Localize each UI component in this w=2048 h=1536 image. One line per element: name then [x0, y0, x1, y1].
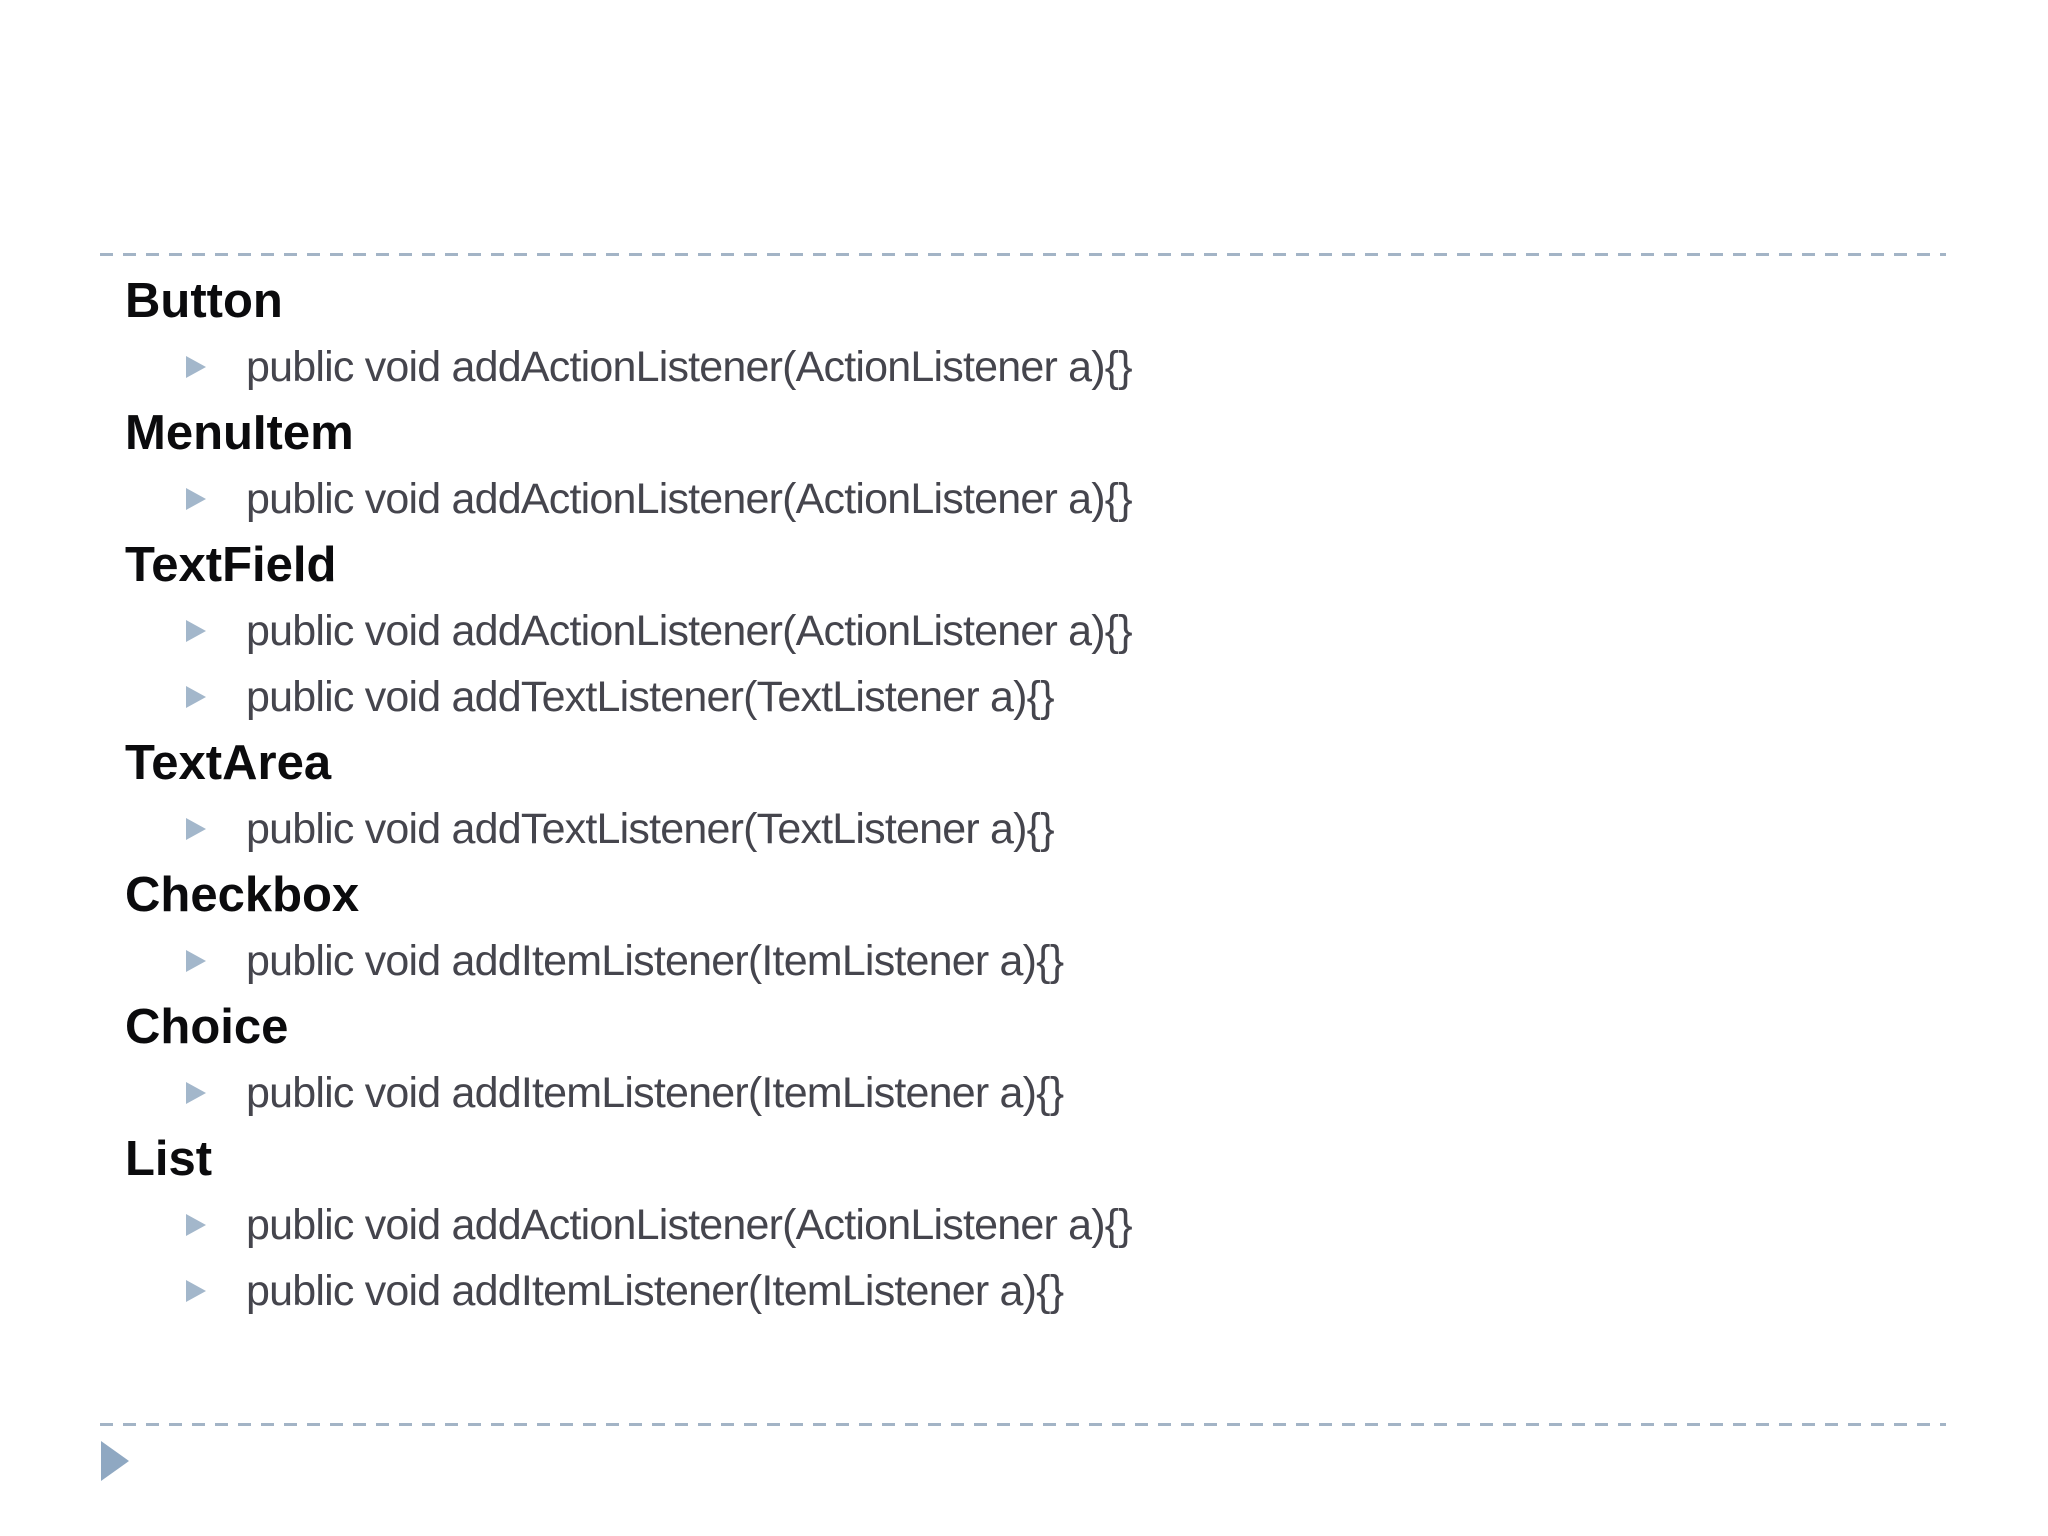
bullet-text: public void addActionListener(ActionList…	[246, 342, 1133, 391]
bullet-text: public void addTextListener(TextListener…	[246, 672, 1055, 721]
bullet-text: public void addActionListener(ActionList…	[246, 474, 1133, 523]
bullet-item: public void addItemListener(ItemListener…	[125, 928, 1925, 994]
bullet-text: public void addItemListener(ItemListener…	[246, 1068, 1064, 1117]
bullet-triangle-icon	[186, 686, 206, 708]
bullet-text: public void addItemListener(ItemListener…	[246, 1266, 1064, 1315]
bullet-text: public void addActionListener(ActionList…	[246, 606, 1133, 655]
bullet-item: public void addActionListener(ActionList…	[125, 598, 1925, 664]
section-title: List	[125, 1132, 213, 1186]
bullet-item: public void addTextListener(TextListener…	[125, 664, 1925, 730]
bullet-text: public void addTextListener(TextListener…	[246, 804, 1055, 853]
section-title: TextArea	[125, 736, 332, 790]
section-title: Button	[125, 274, 283, 328]
section-list: List public void addActionListener(Actio…	[125, 1126, 1925, 1324]
bullet-triangle-icon	[186, 818, 206, 840]
top-divider	[100, 253, 1946, 256]
bullet-triangle-icon	[186, 488, 206, 510]
bullet-item: public void addActionListener(ActionList…	[125, 466, 1925, 532]
section-title: Choice	[125, 1000, 289, 1054]
bullet-triangle-icon	[186, 950, 206, 972]
bullet-triangle-icon	[186, 620, 206, 642]
bullet-triangle-icon	[186, 1280, 206, 1302]
section-textfield: TextField public void addActionListener(…	[125, 532, 1925, 730]
section-checkbox: Checkbox public void addItemListener(Ite…	[125, 862, 1925, 994]
section-menuitem: MenuItem public void addActionListener(A…	[125, 400, 1925, 532]
bottom-divider	[100, 1423, 1946, 1426]
section-title: MenuItem	[125, 406, 354, 460]
bullet-item: public void addItemListener(ItemListener…	[125, 1258, 1925, 1324]
section-button: Button public void addActionListener(Act…	[125, 268, 1925, 400]
footer-arrow-icon	[101, 1441, 129, 1481]
section-title: TextField	[125, 538, 337, 592]
bullet-item: public void addActionListener(ActionList…	[125, 1192, 1925, 1258]
slide-content: Button public void addActionListener(Act…	[125, 268, 1925, 1324]
bullet-triangle-icon	[186, 1214, 206, 1236]
bullet-text: public void addItemListener(ItemListener…	[246, 936, 1064, 985]
section-textarea: TextArea public void addTextListener(Tex…	[125, 730, 1925, 862]
section-title: Checkbox	[125, 868, 360, 922]
section-choice: Choice public void addItemListener(ItemL…	[125, 994, 1925, 1126]
bullet-item: public void addActionListener(ActionList…	[125, 334, 1925, 400]
bullet-text: public void addActionListener(ActionList…	[246, 1200, 1133, 1249]
bullet-triangle-icon	[186, 356, 206, 378]
bullet-item: public void addItemListener(ItemListener…	[125, 1060, 1925, 1126]
bullet-item: public void addTextListener(TextListener…	[125, 796, 1925, 862]
bullet-triangle-icon	[186, 1082, 206, 1104]
